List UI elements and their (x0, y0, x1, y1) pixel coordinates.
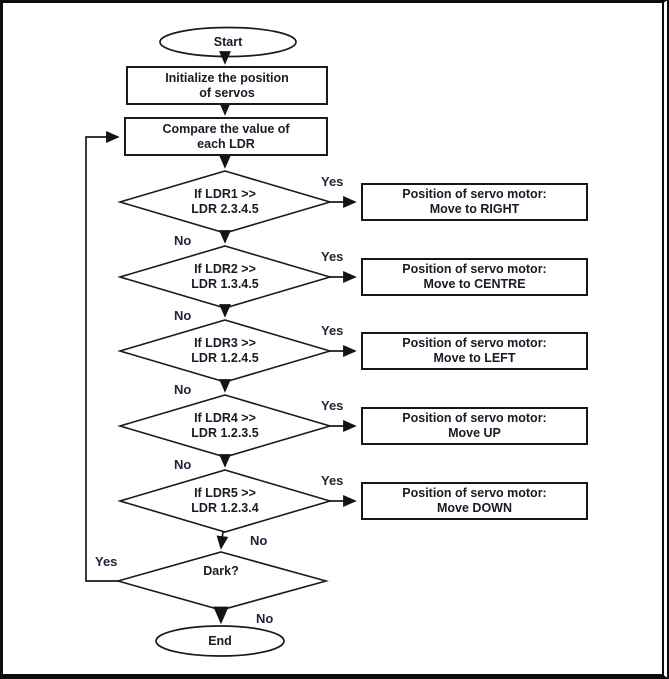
action-move-right-line1: Position of servo motor: (402, 187, 547, 201)
yes-label-ldr1: Yes (321, 174, 344, 189)
decision-ldr4-text: If LDR4 >> LDR 1.2.3.5 (150, 411, 300, 441)
flowchart-shapes (85, 26, 357, 657)
decision-ldr5-line2: LDR 1.2.3.4 (191, 501, 259, 515)
process-initialize-line1: Initialize the position (165, 70, 289, 85)
no-label-dark: No (256, 611, 274, 626)
action-move-down-line2: Move DOWN (437, 501, 512, 515)
decision-diamond-ldr5 (117, 469, 333, 533)
action-move-up: Position of servo motor: Move UP (361, 407, 588, 445)
action-move-right: Position of servo motor: Move to RIGHT (361, 183, 588, 221)
decision-dark-text: Dark? (203, 564, 239, 578)
action-move-left: Position of servo motor: Move to LEFT (361, 332, 588, 370)
decision-ldr2-line2: LDR 1.3.4.5 (191, 277, 259, 291)
action-move-centre: Position of servo motor: Move to CENTRE (361, 258, 588, 296)
decision-ldr3-line2: LDR 1.2.4.5 (191, 351, 259, 365)
action-move-centre-line1: Position of servo motor: (402, 262, 547, 276)
process-initialize-line2: of servos (199, 85, 255, 100)
action-move-left-line1: Position of servo motor: (402, 336, 547, 350)
yes-label-ldr3: Yes (321, 323, 344, 338)
no-label-ldr5: No (250, 533, 268, 548)
decision-ldr1-line2: LDR 2.3.4.5 (191, 202, 259, 216)
action-move-up-line1: Position of servo motor: (402, 411, 547, 425)
end-node-label: End (208, 634, 232, 648)
no-label-ldr2: No (174, 308, 192, 323)
no-label-ldr1: No (174, 233, 192, 248)
end-terminator-shape (155, 625, 285, 657)
decision-ldr2-line1: If LDR2 >> (194, 262, 256, 276)
yes-label-ldr2: Yes (321, 249, 344, 264)
connector-dark-loopback (85, 131, 120, 582)
action-move-down-line1: Position of servo motor: (402, 486, 547, 500)
decision-ldr5-text: If LDR5 >> LDR 1.2.3.4 (150, 486, 300, 516)
yes-label-ldr5: Yes (321, 473, 344, 488)
action-move-up-line2: Move UP (448, 426, 501, 440)
action-move-centre-line2: Move to CENTRE (423, 277, 526, 291)
process-compare-line1: Compare the value of (162, 121, 290, 136)
decision-ldr4-line2: LDR 1.2.3.5 (191, 426, 259, 440)
decision-ldr3-line1: If LDR3 >> (194, 336, 256, 350)
action-move-right-line2: Move to RIGHT (429, 202, 520, 216)
decision-ldr1-text: If LDR1 >> LDR 2.3.4.5 (150, 187, 300, 217)
connector-ldr5-dark (216, 531, 229, 550)
yes-label-dark: Yes (95, 554, 118, 569)
decision-ldr2-text: If LDR2 >> LDR 1.3.4.5 (150, 262, 300, 292)
decision-ldr3-text: If LDR3 >> LDR 1.2.4.5 (150, 336, 300, 366)
decision-diamond-dark (115, 551, 330, 611)
action-move-left-line2: Move to LEFT (433, 351, 516, 365)
no-label-ldr3: No (174, 382, 192, 397)
decision-ldr4-line1: If LDR4 >> (194, 411, 256, 425)
decision-ldr1-line1: If LDR1 >> (194, 187, 256, 201)
process-compare-ldr: Compare the value of each LDR (124, 117, 328, 156)
start-node-label: Start (213, 35, 243, 49)
no-label-ldr4: No (174, 457, 192, 472)
process-initialize-servos: Initialize the position of servos (126, 66, 328, 105)
action-move-down: Position of servo motor: Move DOWN (361, 482, 588, 520)
process-compare-line2: each LDR (197, 136, 255, 151)
decision-ldr5-line1: If LDR5 >> (194, 486, 256, 500)
yes-label-ldr4: Yes (321, 398, 344, 413)
